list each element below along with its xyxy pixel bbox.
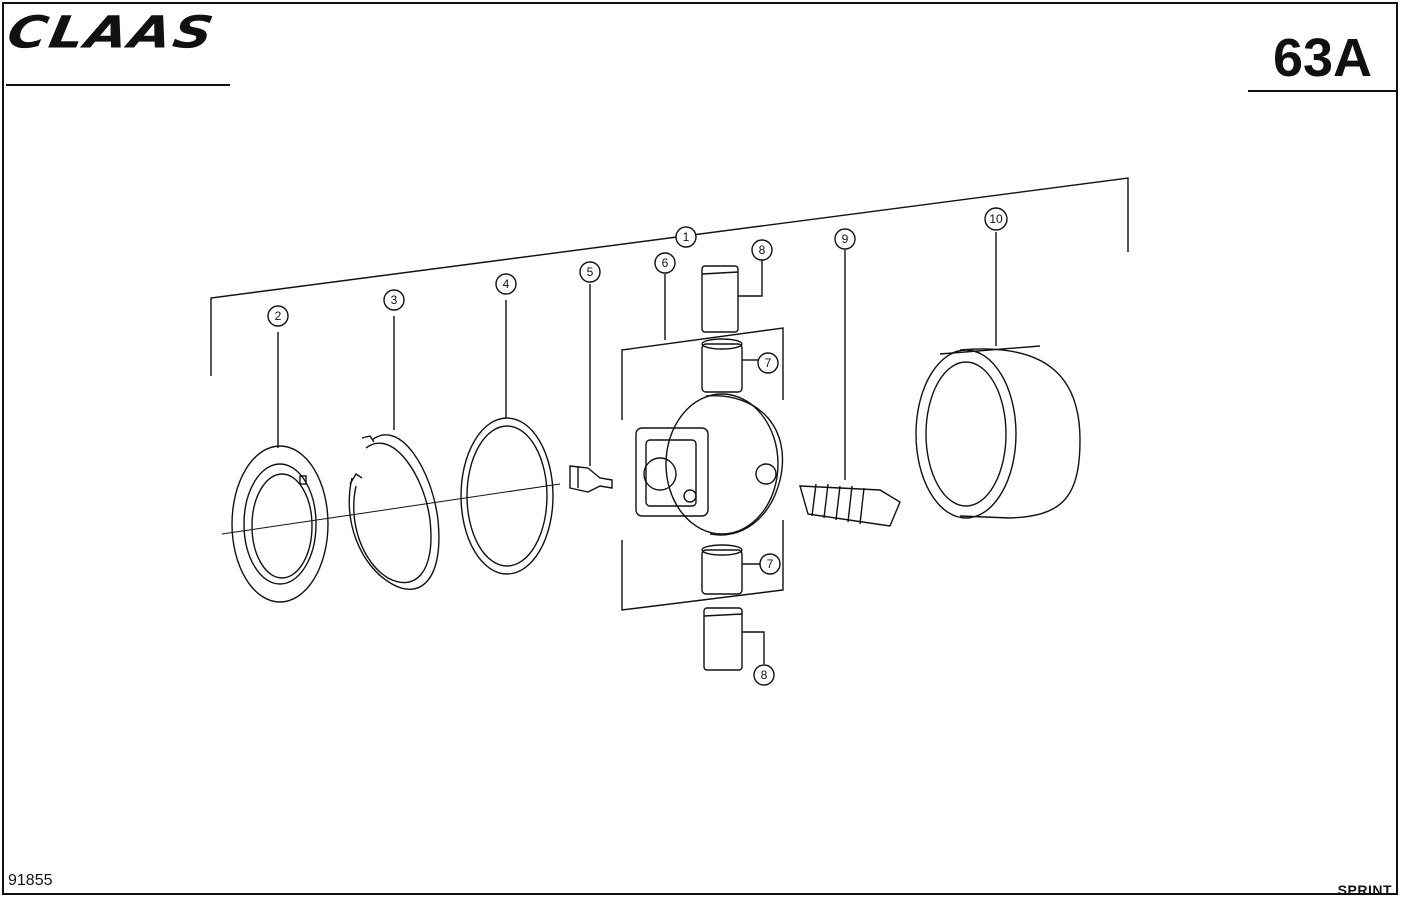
callout-6: 6 <box>654 252 676 274</box>
callout-2: 2 <box>267 305 289 327</box>
brand-underline <box>6 84 230 86</box>
svg-text:9: 9 <box>842 232 849 246</box>
callout-7-top: 7 <box>757 352 779 374</box>
callout-8-bottom: 8 <box>753 664 775 686</box>
svg-text:1: 1 <box>683 230 690 244</box>
svg-text:7: 7 <box>765 356 772 370</box>
center-axis <box>221 483 561 535</box>
part-key-bottom <box>703 607 765 671</box>
assembly-bracket <box>210 177 1129 376</box>
part-seal-ring <box>231 332 329 603</box>
drawing-code: 91855 <box>8 872 53 889</box>
callout-7-bottom: 7 <box>759 553 781 575</box>
callout-10: 10 <box>984 207 1008 231</box>
svg-text:10: 10 <box>989 212 1003 226</box>
svg-text:3: 3 <box>391 293 398 307</box>
part-housing-drum <box>915 232 1081 519</box>
page-number-underline <box>1248 90 1398 92</box>
svg-text:4: 4 <box>503 277 510 291</box>
part-washer <box>460 300 554 575</box>
part-bushing-bottom <box>701 544 760 595</box>
svg-text:5: 5 <box>587 265 594 279</box>
page-number: 63A <box>1272 28 1372 88</box>
svg-text:8: 8 <box>761 668 768 682</box>
callout-1: 1 <box>675 226 697 248</box>
svg-text:8: 8 <box>759 243 766 257</box>
callout-5: 5 <box>579 261 601 283</box>
part-circlip <box>348 316 440 590</box>
part-spring-pin <box>799 250 901 527</box>
part-key-top <box>701 260 763 333</box>
model-name: SPRINT <box>1337 882 1392 898</box>
svg-text:2: 2 <box>275 309 282 323</box>
callout-4: 4 <box>495 273 517 295</box>
svg-text:7: 7 <box>767 557 774 571</box>
callout-8-top: 8 <box>751 239 773 261</box>
hub-subassembly-bracket <box>621 274 784 611</box>
svg-text:6: 6 <box>662 256 669 270</box>
callout-9: 9 <box>834 228 856 250</box>
part-bolt <box>569 284 613 493</box>
callout-3: 3 <box>383 289 405 311</box>
part-bushing-top <box>701 338 758 393</box>
part-hub <box>635 393 784 536</box>
